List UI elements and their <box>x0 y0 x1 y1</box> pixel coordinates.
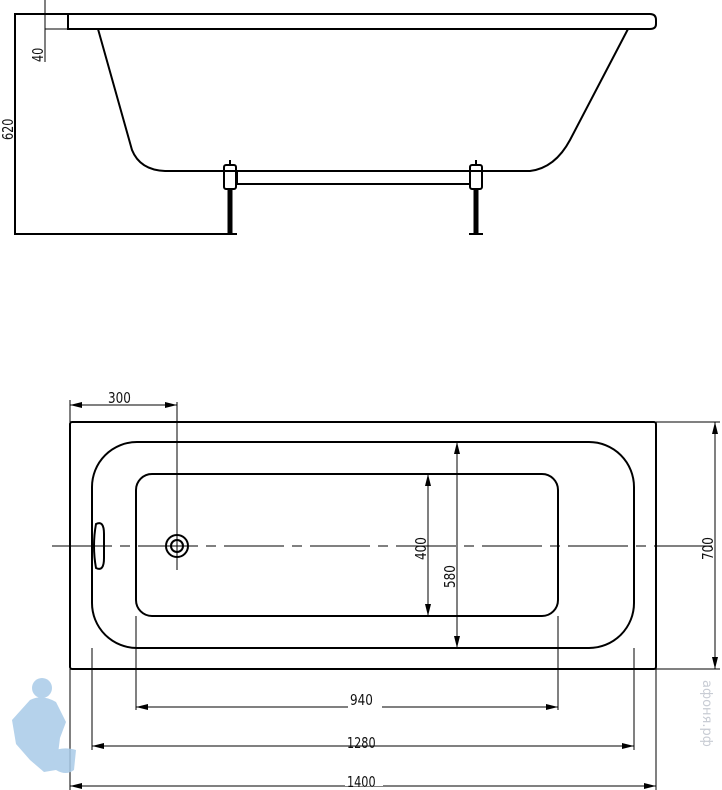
dimension-700: 700 <box>656 421 720 670</box>
dimension-400: 400 <box>413 474 431 616</box>
dimension-label: 700 <box>700 537 718 560</box>
side-view: 620 40 <box>1 0 657 235</box>
top-view: 300 400 580 700 940 1280 <box>52 390 720 790</box>
basin-outline <box>91 441 635 649</box>
leg-bar <box>236 170 471 185</box>
dimension-label: 1400 <box>347 775 376 790</box>
dimension-label: 40 <box>31 48 48 62</box>
dimension-label: 1280 <box>347 736 376 753</box>
dimension-580: 580 <box>442 442 460 648</box>
dimension-1280: 1280 <box>91 648 635 753</box>
watermark-text: афоня.рф <box>699 680 714 747</box>
dimension-label: 300 <box>108 390 131 408</box>
dimension-300: 300 <box>69 390 178 570</box>
tub-body <box>97 28 629 172</box>
dimension-40: 40 <box>31 0 68 62</box>
dimension-label: 400 <box>413 537 431 560</box>
basin-bottom <box>135 473 559 617</box>
dimension-1400: 1400 <box>69 669 657 790</box>
watermark-plumber-logo <box>12 678 76 773</box>
tub-rim <box>67 13 657 30</box>
dimension-label: 580 <box>442 565 460 588</box>
left-leg <box>223 160 237 235</box>
dimension-620: 620 <box>1 13 228 235</box>
dimension-940: 940 <box>135 616 559 710</box>
dimension-label: 940 <box>350 692 373 710</box>
right-leg <box>469 160 483 235</box>
dimension-label: 620 <box>1 119 18 140</box>
overflow-icon <box>93 522 105 570</box>
